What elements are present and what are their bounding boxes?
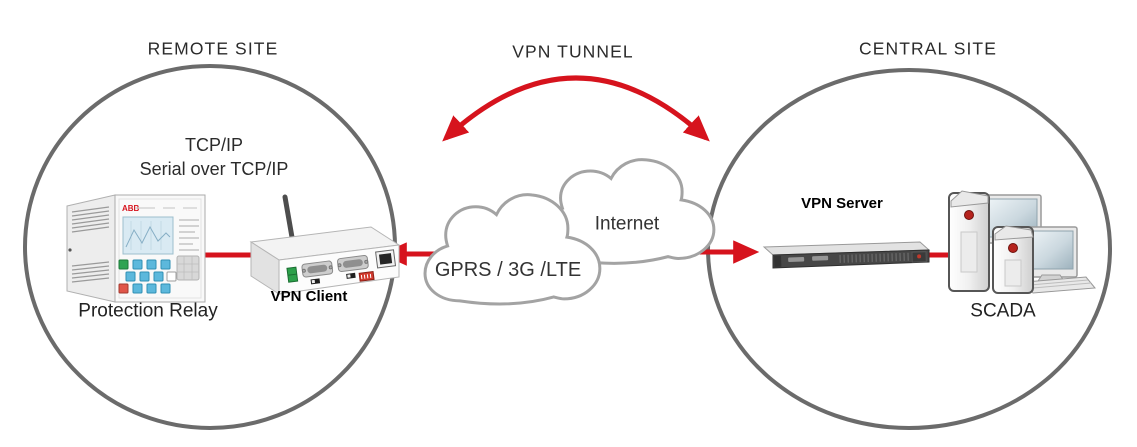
vpn-tunnel-title: VPN TUNNEL (512, 41, 634, 62)
scada-label: SCADA (970, 300, 1036, 322)
protection-relay-label: Protection Relay (78, 300, 218, 322)
vpn-tunnel-arrow (442, 75, 710, 142)
protection-relay-image: ABB (66, 194, 206, 303)
gprs-cloud-label: GPRS / 3G /LTE (434, 259, 582, 281)
protocol-label-line1: TCP/IP (184, 135, 244, 156)
central-site-circle (706, 68, 1112, 430)
vpn-client-device-image (249, 194, 401, 295)
vpn-client-label: VPN Client (270, 287, 348, 305)
internet-cloud-label: Internet (594, 213, 660, 235)
scada-workstations-image (948, 190, 1096, 294)
gprs-cloud (425, 195, 600, 304)
abb-logo: ABB (122, 204, 140, 213)
protocol-label-line2: Serial over TCP/IP (139, 159, 289, 180)
vpn-server-label: VPN Server (801, 194, 883, 212)
central-site-title: CENTRAL SITE (859, 38, 997, 59)
vpn-server-device-image (762, 241, 931, 269)
remote-site-title: REMOTE SITE (147, 38, 279, 59)
internet-cloud (540, 160, 714, 264)
